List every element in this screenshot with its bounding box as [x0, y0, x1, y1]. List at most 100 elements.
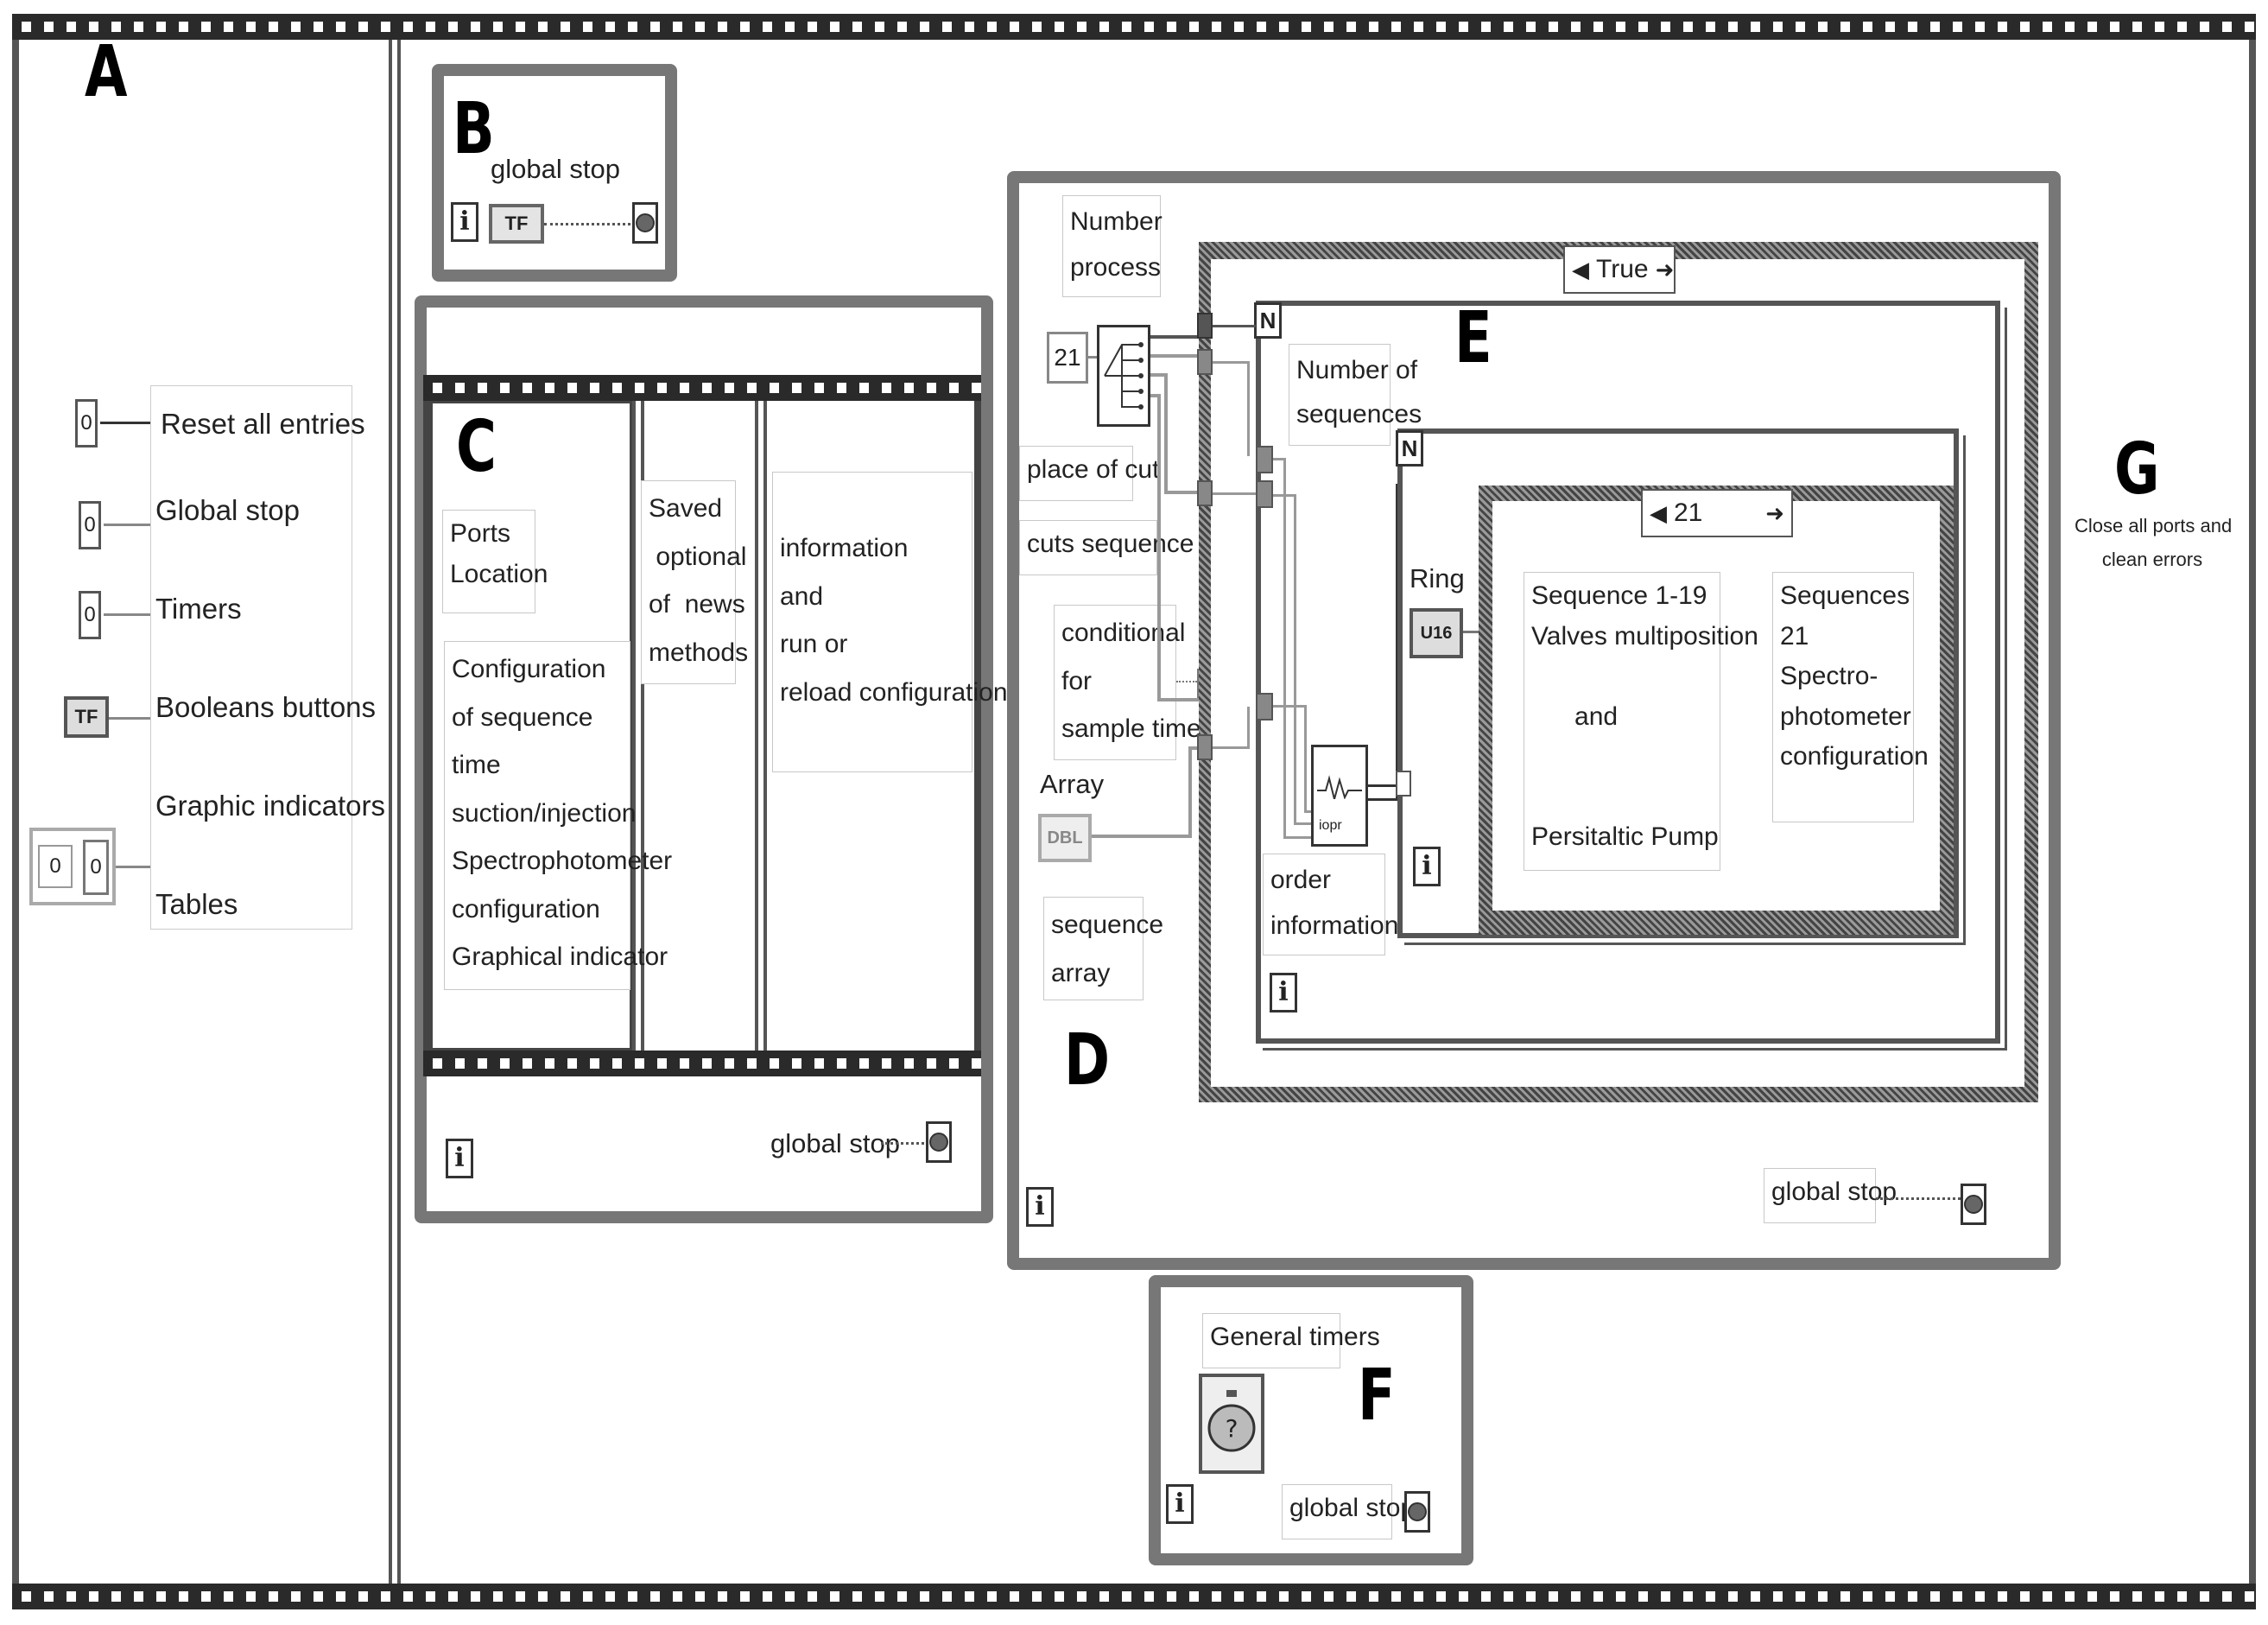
panel-f-stop-label: global stop: [1282, 1484, 1415, 1539]
panel-d-conditional: conditional for sample time: [1054, 605, 1201, 760]
legend-box: [150, 385, 352, 930]
panel-letter-d: D: [1064, 1019, 1111, 1101]
stop-icon: [1964, 1195, 1983, 1214]
panel-e-subvi-tag: iopr: [1319, 818, 1342, 833]
panel-d-wire: [1176, 681, 1197, 682]
case-next-arrow-icon[interactable]: ➜: [1765, 500, 1784, 526]
panel-d-case-selector[interactable]: ◀ True ➜: [1563, 245, 1676, 294]
legend-array-index: 0: [38, 845, 73, 888]
wire-e: [1304, 810, 1315, 813]
wire-e: [1283, 458, 1286, 838]
panel-d-iteration-terminal: i: [1026, 1187, 1054, 1227]
case-prev-arrow-icon[interactable]: ◀: [1650, 500, 1667, 526]
panel-c-saved-methods: Saved optional of news methods: [641, 480, 748, 684]
legend-numeric-timers: 0: [79, 591, 101, 639]
wire-e: [1463, 631, 1479, 633]
panel-d-subvi: [1097, 325, 1150, 427]
outer-sequence-top-border: [12, 14, 2256, 40]
legend-numeric-reset: 0: [75, 399, 98, 448]
panel-letter-b: B: [453, 88, 495, 170]
wire-e: [1294, 494, 1296, 824]
panel-c-sequence-left: [423, 401, 430, 1051]
signal-waveform-icon: [1317, 775, 1362, 803]
panel-c-stop-terminal: [926, 1121, 952, 1163]
panel-c-wire: [881, 1142, 924, 1145]
panel-letter-e: E: [1454, 297, 1492, 379]
panel-d-dbl-control: DBL: [1038, 814, 1092, 862]
legend-wire: [116, 866, 150, 868]
frame-divider-a: [389, 40, 401, 1584]
tunnel: [1396, 771, 1411, 797]
legend-boolean-tag: TF: [74, 706, 98, 727]
wire-e: [1283, 836, 1315, 839]
outer-sequence-left-border: [12, 40, 19, 1584]
panel-f-general-timers: General timers: [1202, 1313, 1380, 1368]
panel-e-iteration-terminal: i: [1270, 973, 1297, 1012]
panel-e-inner-iteration-terminal: i: [1413, 847, 1441, 886]
wire-e: [1368, 798, 1397, 801]
panel-e-inner-n-terminal: N: [1396, 430, 1423, 467]
panel-b-label: global stop: [491, 154, 620, 184]
panel-e-order-information: order information: [1263, 854, 1398, 955]
panel-c-ports-location: Ports Location: [442, 510, 548, 613]
legend-numeric-stop: 0: [79, 501, 101, 549]
wire-e: [1294, 822, 1315, 825]
panel-d-stop-label: global stop: [1764, 1168, 1897, 1223]
wire-e: [1273, 494, 1294, 497]
legend-array-element: 0: [83, 840, 109, 895]
panel-c-frame-1-inner: [430, 401, 632, 1051]
wire-bundle: [1157, 698, 1199, 701]
panel-e-seq-21: Sequences 21 Spectro- photometer configu…: [1772, 572, 1929, 822]
wire-e: [1273, 705, 1304, 708]
panel-e-number-of-sequences: Number of sequences: [1289, 344, 1422, 446]
stopwatch-icon: ?: [1207, 1390, 1256, 1452]
wire-bundle: [1164, 373, 1168, 494]
wire-bundle: [1157, 394, 1161, 701]
case-prev-arrow-icon[interactable]: ◀: [1572, 257, 1589, 282]
panel-e-subvi: iopr: [1311, 745, 1368, 847]
legend-wire: [109, 717, 150, 720]
panel-b-tf-tag: TF: [504, 213, 529, 234]
panel-b-stop-terminal: [632, 202, 658, 244]
tunnel: [1197, 313, 1213, 339]
panel-d-array-label: Array: [1040, 769, 1105, 799]
panel-d-wire: [1876, 1197, 1961, 1200]
panel-e-case-selector[interactable]: ◀ 21 ➜: [1641, 489, 1793, 537]
legend-item-graphic: Graphic indicators: [155, 790, 385, 822]
panel-b-while-loop: [432, 64, 677, 282]
panel-d-stop-terminal: [1961, 1184, 1986, 1225]
tunnel: [1197, 734, 1213, 760]
stopwatch-symbol: ?: [1226, 1414, 1239, 1443]
panel-d-wire: [1088, 356, 1100, 359]
panel-c-sequence-right: [974, 401, 981, 1051]
panel-d-number-process: Number process: [1062, 195, 1163, 297]
wire-bundle: [1150, 335, 1199, 339]
wire-array: [1092, 835, 1188, 838]
panel-c-sequence-top: [423, 375, 981, 401]
wire-e: [1396, 484, 1398, 800]
panel-b-wire: [544, 223, 630, 225]
panel-e-ring-label: Ring: [1410, 563, 1465, 594]
legend-boolean-icon: TF: [64, 696, 109, 738]
legend-item-tables: Tables: [155, 888, 238, 920]
panel-c-information: information and run or reload configurat…: [772, 472, 1008, 772]
panel-e-n-terminal: N: [1254, 302, 1282, 339]
wire-e: [1368, 784, 1397, 787]
case-next-arrow-icon[interactable]: ➜: [1655, 257, 1675, 282]
subvi-graph-icon: [1104, 342, 1144, 409]
tunnel: [1197, 349, 1213, 375]
wire-array: [1188, 750, 1192, 838]
legend-wire: [104, 524, 150, 526]
tunnel: [1256, 480, 1273, 508]
panel-b-tf-control: TF: [489, 204, 544, 244]
panel-c-frame-divider-2: [755, 401, 767, 1051]
stop-icon: [1408, 1502, 1427, 1521]
panel-c-stop-label: global stop: [770, 1128, 900, 1158]
panel-f-timer-vi: ?: [1199, 1374, 1264, 1474]
wire-bundle: [1150, 373, 1168, 377]
case-selector-value: 21: [1674, 498, 1703, 527]
panel-c-sequence-bottom: [423, 1051, 981, 1076]
panel-d-place-of-cut: place of cut: [1019, 446, 1159, 501]
wire-e: [1213, 361, 1247, 364]
panel-c-configuration: Configuration of sequence time suction/i…: [444, 641, 672, 990]
